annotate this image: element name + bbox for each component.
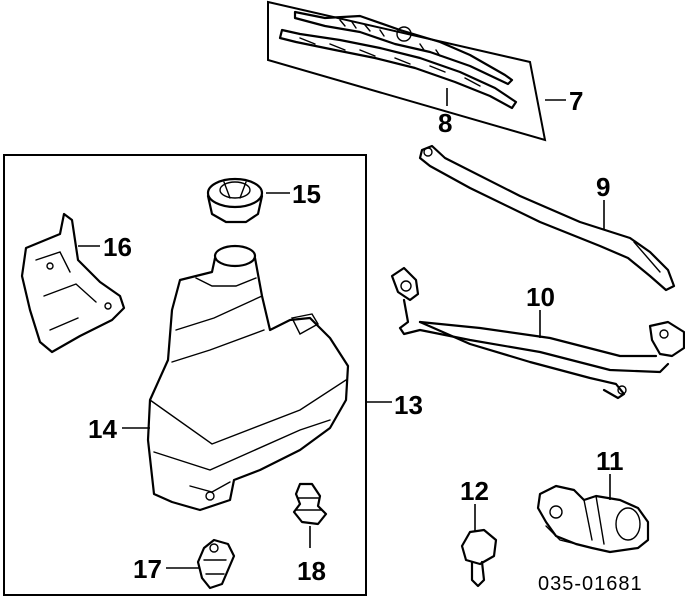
callout-10: 10 (526, 282, 555, 312)
grommet (292, 482, 328, 526)
wiper-blade-upper (293, 10, 514, 86)
washer-pump (196, 538, 236, 590)
wiper-linkage (390, 266, 685, 400)
wiper-arm (418, 144, 676, 292)
washer-nozzle (460, 528, 498, 588)
washer-tank (146, 244, 350, 512)
callout-12: 12 (460, 476, 489, 506)
callout-13: 13 (394, 390, 423, 420)
callout-15: 15 (292, 179, 321, 209)
callout-8: 8 (438, 108, 452, 138)
wiper-blade-lower (278, 28, 518, 110)
diagram-code: 035-01681 (538, 573, 643, 595)
wiper-motor (536, 484, 650, 554)
callout-18: 18 (297, 556, 326, 586)
washer-tank-frame (3, 154, 367, 596)
callout-16: 16 (103, 232, 132, 262)
tank-bracket (20, 212, 126, 354)
callout-14: 14 (88, 414, 117, 444)
callout-9: 9 (596, 172, 610, 202)
washer-cap (206, 177, 264, 224)
callout-17: 17 (133, 554, 162, 584)
callout-11: 11 (596, 446, 624, 476)
callout-7: 7 (569, 86, 583, 116)
